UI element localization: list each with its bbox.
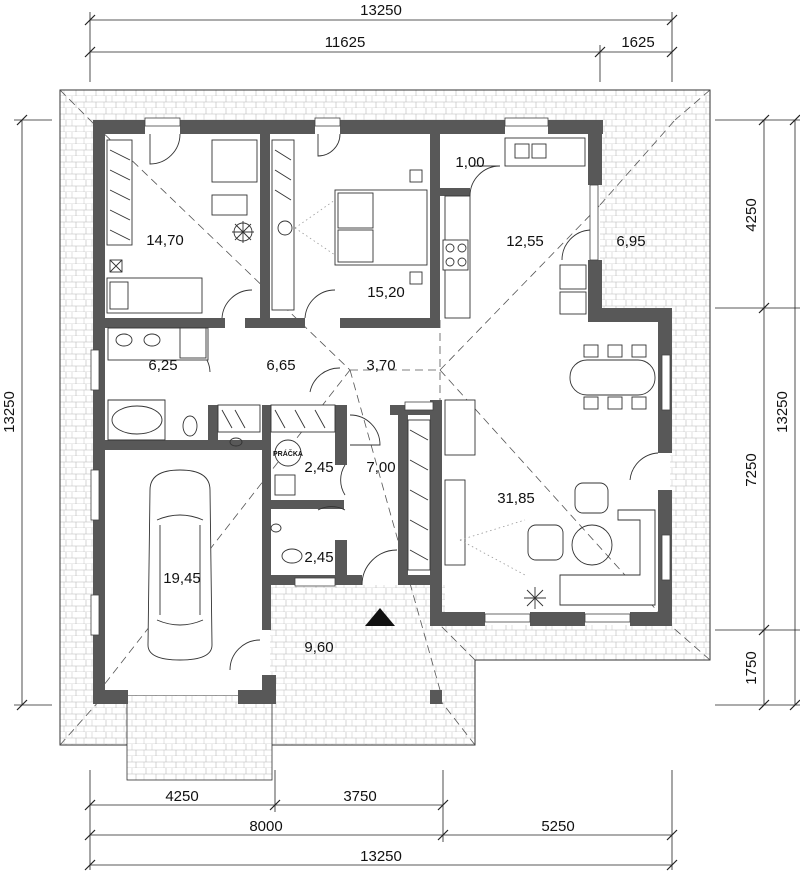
dim-right-middle: 7250 xyxy=(743,453,760,486)
dim-top-total: 13250 xyxy=(360,2,402,19)
dim-right-total: 13250 xyxy=(774,391,791,433)
room-area-labels: 14,70 15,20 1,00 12,55 6,95 6,25 6,65 3,… xyxy=(146,154,645,656)
paving-area xyxy=(59,89,711,781)
furniture xyxy=(106,137,656,661)
dim-bottom-mid: 3750 xyxy=(343,788,376,805)
doors xyxy=(149,133,659,671)
dim-right-top: 4250 xyxy=(743,198,760,231)
room-area-1520: 15,20 xyxy=(367,284,405,301)
dim-top-right: 1625 xyxy=(621,34,654,51)
room-area-245a: 2,45 xyxy=(304,459,333,476)
windows xyxy=(90,117,671,636)
dim-bottom-5250: 5250 xyxy=(541,818,574,835)
room-area-960: 9,60 xyxy=(304,639,333,656)
room-area-1255: 12,55 xyxy=(506,233,544,250)
dimension-labels: 13250 11625 1625 13250 4250 7250 1750 13… xyxy=(1,2,791,865)
washer-label: PRÁČKA xyxy=(273,449,303,458)
room-area-665: 6,65 xyxy=(266,357,295,374)
room-area-3185: 31,85 xyxy=(497,490,535,507)
room-area-695: 6,95 xyxy=(616,233,645,250)
dim-bottom-total: 13250 xyxy=(360,848,402,865)
room-area-1470: 14,70 xyxy=(146,232,184,249)
room-area-245b: 2,45 xyxy=(304,549,333,566)
room-area-100: 1,00 xyxy=(455,154,484,171)
dim-bottom-8000: 8000 xyxy=(249,818,282,835)
dimension-lines xyxy=(14,12,800,871)
dim-top-main: 11625 xyxy=(325,34,366,51)
dim-bottom-left: 4250 xyxy=(165,788,198,805)
room-area-625: 6,25 xyxy=(148,357,177,374)
room-area-700: 7,00 xyxy=(366,459,395,476)
room-area-1945: 19,45 xyxy=(163,570,201,587)
room-area-370: 3,70 xyxy=(366,357,395,374)
dim-right-bottom: 1750 xyxy=(743,651,760,684)
dim-left-total: 13250 xyxy=(1,391,18,433)
